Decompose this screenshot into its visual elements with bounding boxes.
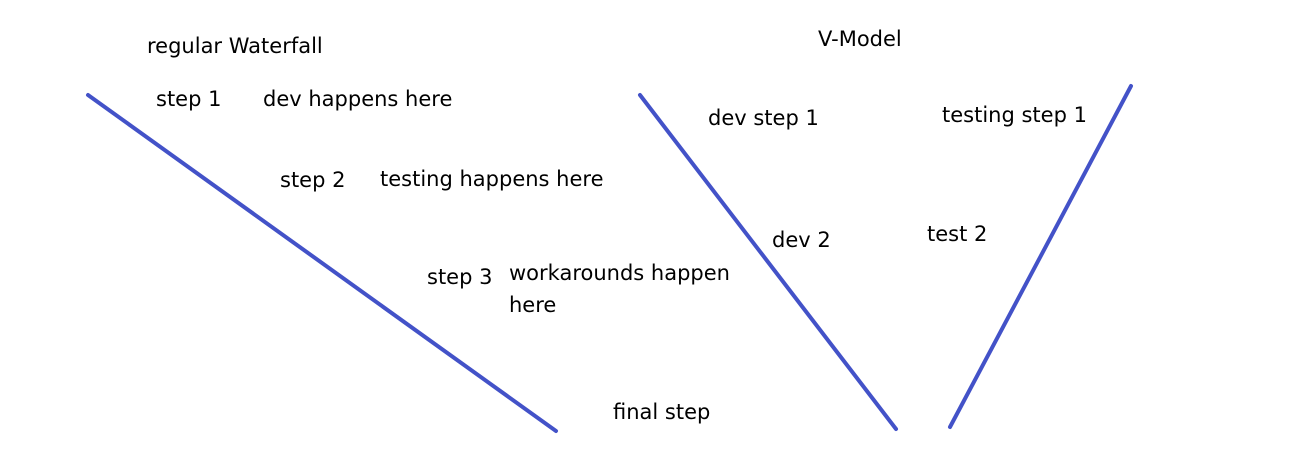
- vmodel-left-line: [638, 93, 898, 431]
- vmodel-dev-2-label: dev 2: [772, 228, 831, 252]
- waterfall-step-3-label: step 3: [427, 265, 493, 289]
- vmodel-title: V-Model: [818, 27, 902, 51]
- vmodel-right-line: [948, 84, 1133, 429]
- waterfall-title: regular Waterfall: [147, 34, 323, 58]
- waterfall-step-1-note: dev happens here: [263, 87, 453, 111]
- vmodel-dev-step-1-label: dev step 1: [708, 106, 819, 130]
- waterfall-line: [86, 93, 558, 433]
- waterfall-step-2-label: step 2: [280, 168, 346, 192]
- vmodel-test-2-label: test 2: [927, 222, 988, 246]
- waterfall-step-2-note: testing happens here: [380, 167, 604, 191]
- waterfall-step-1-label: step 1: [156, 87, 222, 111]
- waterfall-final-step-label: final step: [613, 400, 711, 424]
- vmodel-testing-step-1-label: testing step 1: [942, 103, 1087, 127]
- waterfall-step-3-note: workarounds happen here: [509, 261, 730, 317]
